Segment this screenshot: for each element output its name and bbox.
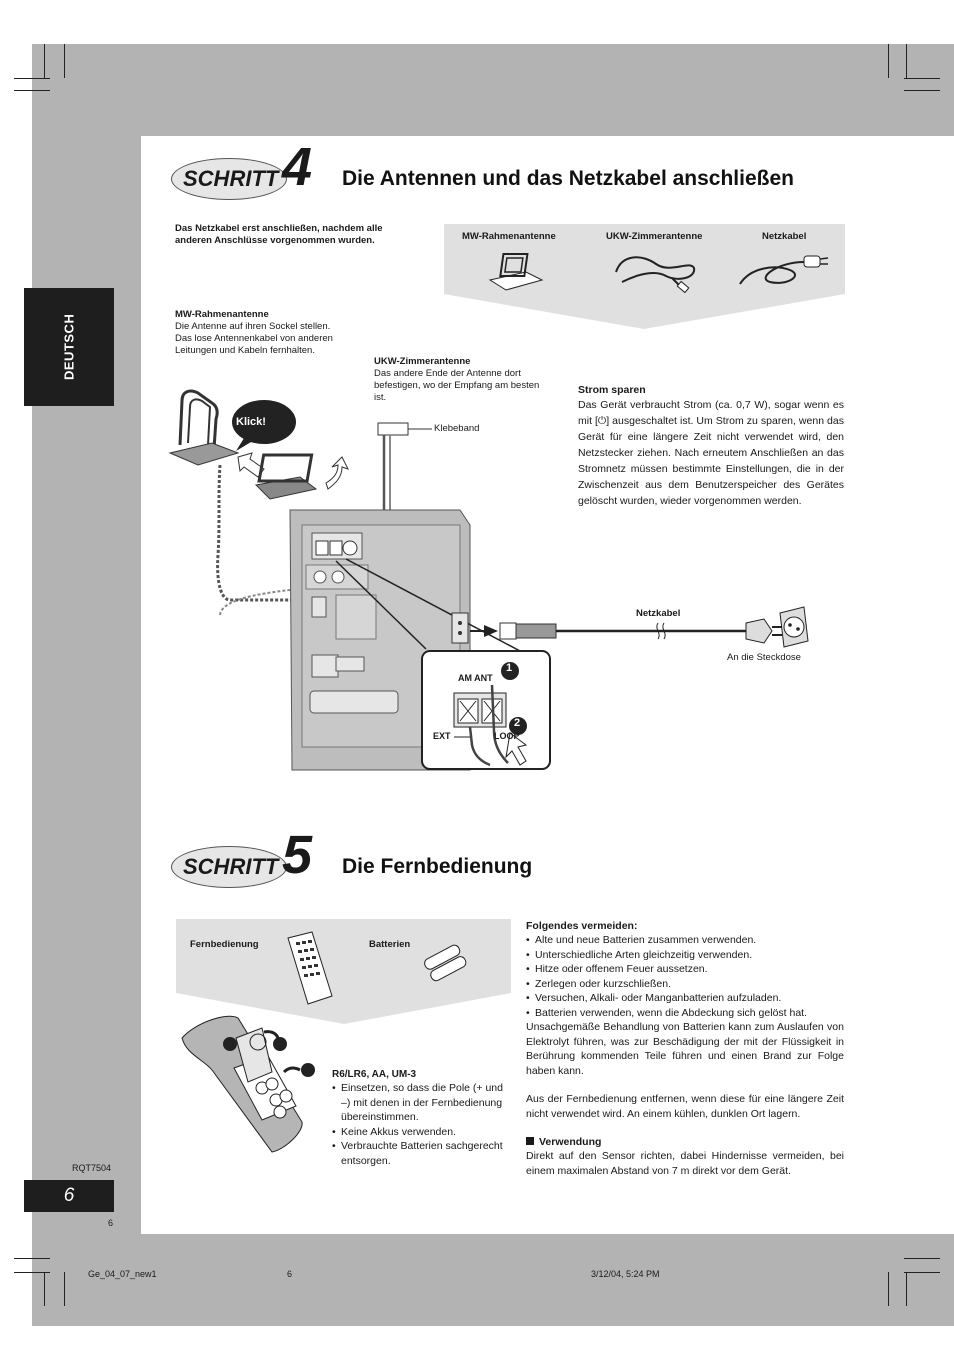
supplied-item-mw: MW-Rahmenantenne <box>462 231 556 242</box>
crop-mark <box>906 44 907 78</box>
power-saving-text: Das Gerät verbraucht Strom (ca. 0,7 W), … <box>578 399 844 507</box>
crop-mark <box>906 1272 907 1306</box>
crop-mark <box>64 1272 65 1306</box>
supplied-item-ukw: UKW-Zimmerantenne <box>606 231 703 242</box>
step4-word: SCHRITT <box>183 166 279 191</box>
crop-mark <box>44 44 45 78</box>
use-text: Direkt auf den Sensor richten, dabei Hin… <box>526 1150 844 1177</box>
power-cord-icon <box>739 255 829 285</box>
fm-antenna-icon <box>615 256 696 294</box>
avoid-list: Alte und neue Batterien zusammen verwend… <box>526 933 844 1020</box>
crop-mark <box>14 1258 50 1259</box>
supplied-item-remote: Fernbedienung <box>190 939 259 950</box>
batteries-icon <box>424 944 467 982</box>
footer-page: 6 <box>287 1269 293 1279</box>
power-saving-heading: Strom sparen <box>578 384 646 396</box>
square-bullet-icon <box>526 1137 534 1145</box>
model-number: RQT7504 <box>72 1163 112 1173</box>
page-number-small: 6 <box>108 1218 114 1228</box>
footer-file: Ge_04_07_new1 <box>88 1269 157 1279</box>
step4-number: 4 <box>282 137 313 197</box>
battery-insertion-drawing <box>181 1015 315 1153</box>
remote-control-icon <box>287 931 333 1005</box>
crop-mark <box>14 78 50 79</box>
step-1-number: 1 <box>506 662 513 674</box>
crop-mark <box>888 44 889 78</box>
crop-mark <box>888 1272 889 1306</box>
language-tab-label: DEUTSCH <box>61 313 77 381</box>
avoid-bullet: Versuchen, Alkali- oder Manganbatterien … <box>526 991 844 1006</box>
misuse-text: Unsachgemäße Behandlung von Batterien ka… <box>526 1021 844 1077</box>
supplied-item-netzkabel: Netzkabel <box>762 231 807 242</box>
supplied-panel <box>444 224 845 329</box>
avoid-bullet: Zerlegen oder kurzschließen. <box>526 977 844 992</box>
crop-mark <box>44 1272 45 1306</box>
step5-title: Die Fernbedienung <box>342 855 533 878</box>
connection-diagram <box>168 389 809 771</box>
ext-label: EXT <box>433 731 451 741</box>
ukw-section: UKW-Zimmerantenne Das andere Ende der An… <box>374 356 544 404</box>
power-cable-label: Netzkabel <box>636 608 681 619</box>
battery-bullet: Keine Akkus verwenden. <box>332 1125 512 1140</box>
loop-antenna-icon <box>488 253 544 291</box>
mw-section: MW-Rahmenantenne Die Antenne auf ihren S… <box>175 309 335 357</box>
tape-label: Klebeband <box>434 423 480 434</box>
crop-mark <box>14 1272 50 1273</box>
language-tab <box>24 288 114 406</box>
use-heading: Verwendung <box>539 1136 602 1148</box>
klick-label: Klick! <box>236 416 266 428</box>
battery-list: Einsetzen, so dass die Pole (+ und –) mi… <box>332 1081 512 1168</box>
avoid-bullet: Unterschiedliche Arten gleichzeitig verw… <box>526 948 844 963</box>
battery-safety-section: Folgendes vermeiden: Alte und neue Batte… <box>526 920 844 1178</box>
step-2-number: 2 <box>514 717 521 729</box>
battery-section: R6/LR6, AA, UM-3 Einsetzen, so dass die … <box>332 1068 512 1168</box>
loop-antenna-drawing <box>168 389 240 466</box>
avoid-bullet: Hitze oder offenem Feuer aussetzen. <box>526 962 844 977</box>
mw-text: Die Antenne auf ihren Sockel stellen. Da… <box>175 321 333 356</box>
ukw-text: Das andere Ende der Antenne dort befesti… <box>374 368 540 403</box>
mw-heading: MW-Rahmenantenne <box>175 309 269 320</box>
am-ant-label: AM ANT <box>458 673 493 683</box>
avoid-heading: Folgendes vermeiden: <box>526 920 638 932</box>
use-heading-row: Verwendung <box>526 1135 844 1149</box>
step4-badge <box>171 158 287 200</box>
step4-title: Die Antennen und das Netzkabel anschließ… <box>342 167 794 190</box>
step4-notice: Das Netzkabel erst anschließen, nachdem … <box>175 223 383 246</box>
battery-type: R6/LR6, AA, UM-3 <box>332 1069 417 1080</box>
supplied-item-batteries: Batterien <box>369 939 411 950</box>
battery-bullet: Einsetzen, so dass die Pole (+ und –) mi… <box>332 1081 512 1125</box>
avoid-bullet: Batterien verwenden, wenn die Abdeckung … <box>526 1006 844 1021</box>
crop-mark <box>904 78 940 79</box>
crop-mark <box>64 44 65 78</box>
avoid-bullet: Alte und neue Batterien zusammen verwend… <box>526 933 844 948</box>
outlet-label: An die Steckdose <box>727 652 801 663</box>
remove-text: Aus der Fernbedienung entfernen, wenn di… <box>526 1093 844 1120</box>
step5-word: SCHRITT <box>183 854 279 879</box>
crop-mark <box>904 1258 940 1259</box>
step5-number: 5 <box>282 825 313 885</box>
battery-bullet: Verbrauchte Batterien sachgerecht entsor… <box>332 1139 512 1168</box>
crop-mark <box>904 90 940 91</box>
page-number-box: 6 <box>24 1180 114 1212</box>
crop-mark <box>904 1272 940 1273</box>
power-saving-section: Strom sparen Das Gerät verbraucht Strom … <box>578 383 844 509</box>
footer-date: 3/12/04, 5:24 PM <box>591 1269 660 1279</box>
ukw-heading: UKW-Zimmerantenne <box>374 356 471 367</box>
loop-label: LOOP <box>494 731 520 741</box>
remote-supplied-panel <box>176 919 511 1024</box>
step5-badge <box>171 846 287 888</box>
crop-mark <box>14 90 50 91</box>
